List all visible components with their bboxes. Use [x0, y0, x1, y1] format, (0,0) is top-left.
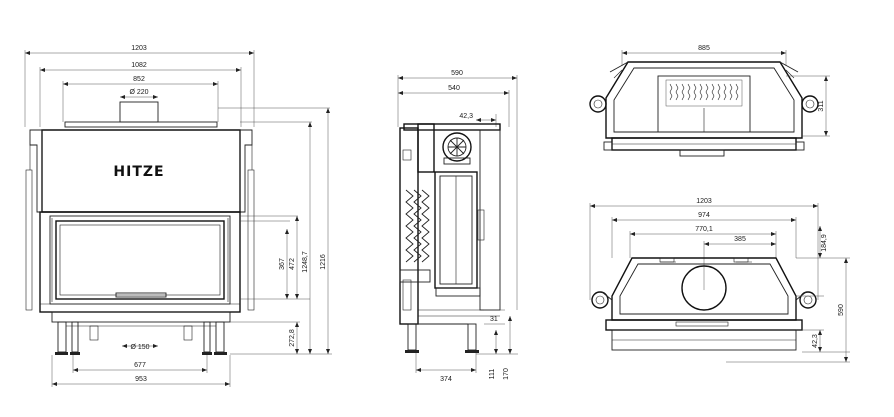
heat-exchanger: [405, 189, 430, 263]
dim-side-leg-a: 111: [489, 369, 496, 380]
side-view: 590 540 42,3: [397, 70, 518, 383]
dim-side-overall: 590: [451, 70, 463, 77]
dim-total-height: 1216: [320, 254, 327, 270]
dim-legs-base: 953: [135, 376, 147, 383]
dim-side-leg-b: 170: [503, 368, 510, 380]
dim-housing-width: 1082: [131, 62, 147, 69]
dim-top-frame-width: 852: [133, 76, 145, 83]
dim-side-body: 540: [448, 85, 460, 92]
brand-logo: HITZE: [113, 164, 164, 180]
dim-plan-frame: 974: [698, 212, 710, 219]
dim-air-inlet: Ø 150: [130, 344, 149, 351]
dim-plan-overall: 1203: [696, 198, 712, 205]
dim-top-width: 885: [698, 45, 710, 52]
dim-plan-inner: 770,1: [695, 226, 713, 233]
dim-body-height: 1248,7: [302, 251, 309, 273]
front-legs: [51, 311, 231, 355]
dim-plan-rear: 184,9: [821, 234, 828, 252]
dim-top-height: 311: [818, 100, 825, 111]
dim-plan-overall-depth: 590: [838, 304, 845, 316]
top-view: 885 311: [589, 45, 830, 157]
dim-plan-front: 42,3: [812, 334, 819, 348]
dim-plan-half: 385: [734, 236, 746, 243]
flue-outlet-circle: [681, 265, 727, 311]
front-view: 1203 1082 852 Ø 220 HITZE: [24, 45, 332, 387]
plan-pipe-icons: [591, 291, 817, 309]
dim-glass-inner: 367: [279, 258, 286, 270]
louver-grid: [665, 79, 743, 132]
flue-collar: [119, 101, 159, 123]
dim-legs-inner: 677: [134, 362, 146, 369]
dim-legs-height: 272,8: [289, 329, 296, 347]
side-pipe-icons: [589, 95, 819, 113]
dim-side-flue-offset: 42,3: [459, 113, 473, 120]
glass-panel: [55, 220, 225, 300]
plan-view: 1203 974 770,1 385: [589, 198, 850, 363]
dim-side-plinth: 31: [490, 316, 498, 323]
front-height-dimensions: 367 472 272,8 1248,7 1216: [218, 107, 332, 355]
dim-overall-width: 1203: [131, 45, 147, 52]
door-handle: [115, 292, 167, 298]
dim-flue-diameter: Ø 220: [129, 89, 148, 96]
fan-icon: [442, 132, 472, 165]
dim-side-base: 374: [440, 376, 452, 383]
front-top-dimensions: 1203 1082 852 Ø 220: [24, 45, 255, 127]
dim-glass-outer: 472: [289, 258, 296, 270]
